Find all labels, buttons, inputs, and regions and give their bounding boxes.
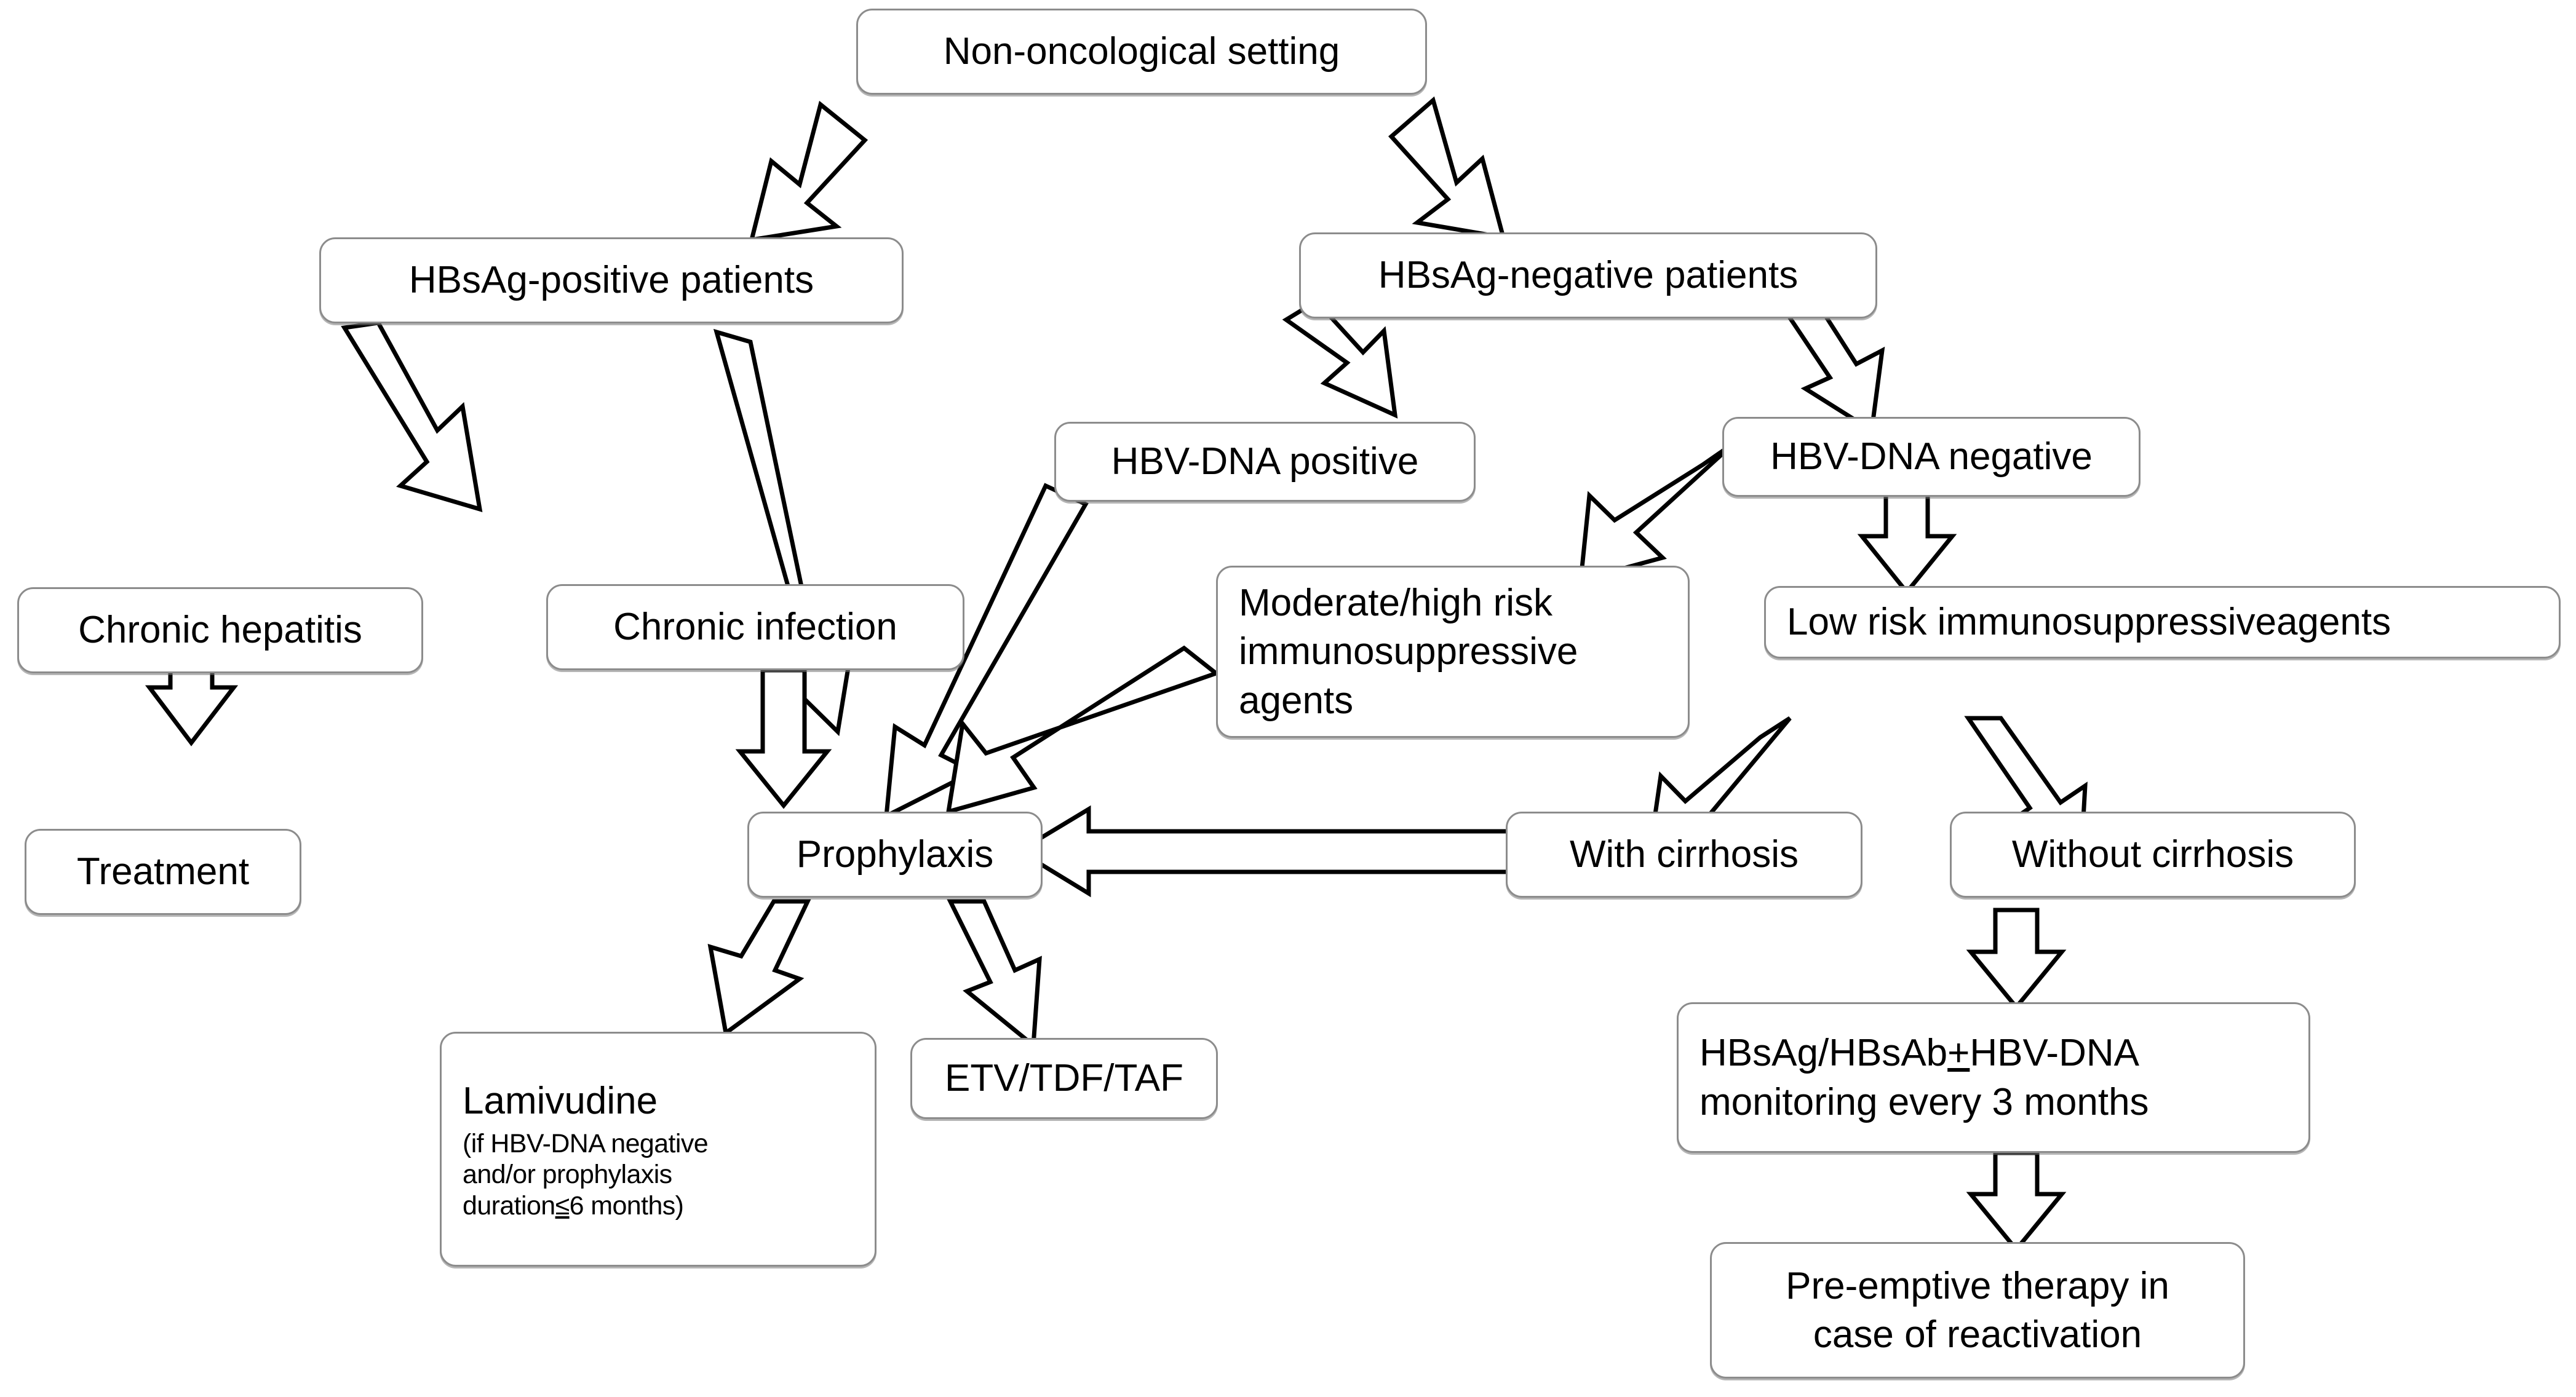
node-lamivudine-label: Lamivudine (if HBV-DNA negative and/or p… [463, 1028, 709, 1270]
arrow-monitoring-to-preemptive [1966, 1150, 2067, 1253]
arrow-moderate-high-risk-to-prophylaxis [945, 645, 1221, 815]
arrow-hbvdna-positive-to-prophylaxis [883, 483, 1089, 820]
arrow-prophylaxis-to-etv [947, 899, 1042, 1050]
node-monitoring[interactable]: HBsAg/HBsAb+HBV-DNA monitoring every 3 mo… [1677, 1002, 2310, 1153]
node-chronic-hepatitis[interactable]: Chronic hepatitis [17, 587, 423, 673]
node-moderate-high-risk[interactable]: Moderate/high risk immunosuppressive age… [1216, 566, 1690, 738]
node-preemptive-label: Pre-emptive therapy in case of reactivat… [1786, 1264, 2169, 1356]
node-root-label: Non-oncological setting [943, 30, 1340, 73]
node-hbvdna-negative-label: HBV-DNA negative [1770, 435, 2093, 478]
node-preemptive[interactable]: Pre-emptive therapy in case of reactivat… [1710, 1242, 2245, 1379]
arrow-root-to-hbsag-positive [749, 100, 869, 243]
node-monitoring-label: HBsAg/HBsAb+HBV-DNA monitoring every 3 mo… [1699, 1029, 2149, 1126]
node-chronic-hepatitis-label: Chronic hepatitis [78, 609, 362, 652]
node-treatment[interactable]: Treatment [25, 829, 301, 915]
node-with-cirrhosis-label: With cirrhosis [1569, 833, 1799, 876]
arrow-root-to-hbsag-negative [1388, 96, 1506, 240]
node-prophylaxis-label: Prophylaxis [796, 833, 994, 876]
node-etv-label: ETV/TDF/TAF [944, 1057, 1184, 1100]
arrow-chronic-infection-to-prophylaxis [735, 668, 832, 809]
node-hbsag-negative-label: HBsAg-negative patients [1378, 254, 1799, 297]
arrow-hbsag-positive-to-chronic-hepatitis [341, 320, 483, 512]
node-monitoring-plus-minus-symbol: + [1947, 1032, 1970, 1075]
node-low-risk[interactable]: Low risk immunosuppressiveagents [1764, 586, 2561, 659]
arrow-with-cirrhosis-to-prophylaxis [1015, 805, 1511, 898]
node-without-cirrhosis[interactable]: Without cirrhosis [1950, 812, 2356, 898]
node-lamivudine-sub: (if HBV-DNA negative and/or prophylaxis … [463, 1128, 709, 1222]
node-lamivudine-sub-text: (if HBV-DNA negative and/or prophylaxis … [463, 1128, 709, 1221]
node-with-cirrhosis[interactable]: With cirrhosis [1506, 812, 1862, 898]
node-hbvdna-negative[interactable]: HBV-DNA negative [1722, 417, 2141, 497]
arrow-hbvdna-negative-to-low-risk [1857, 488, 1957, 596]
node-monitoring-line1-b: HBV-DNA [1970, 1032, 2139, 1075]
node-monitoring-line2: monitoring every 3 months [1699, 1080, 2149, 1123]
arrow-without-cirrhosis-to-monitoring [1966, 908, 2067, 1011]
node-etv[interactable]: ETV/TDF/TAF [910, 1038, 1218, 1119]
arrow-hbvdna-negative-to-moderate-high-risk [1578, 441, 1736, 583]
node-hbsag-negative[interactable]: HBsAg-negative patients [1299, 232, 1877, 319]
node-lamivudine-sub-symbol: ≤ [555, 1191, 570, 1221]
node-hbsag-positive-label: HBsAg-positive patients [408, 259, 814, 302]
node-hbvdna-positive[interactable]: HBV-DNA positive [1054, 422, 1476, 502]
node-lamivudine[interactable]: Lamivudine (if HBV-DNA negative and/or p… [440, 1032, 877, 1267]
node-lamivudine-sub-tail: 6 months) [569, 1191, 684, 1221]
node-lamivudine-main: Lamivudine [463, 1080, 658, 1123]
node-hbvdna-positive-label: HBV-DNA positive [1111, 440, 1419, 483]
node-moderate-high-risk-label: Moderate/high risk immunosuppressive age… [1239, 581, 1578, 722]
arrow-prophylaxis-to-lamivudine [707, 899, 811, 1037]
node-root[interactable]: Non-oncological setting [856, 9, 1427, 95]
node-hbsag-positive[interactable]: HBsAg-positive patients [319, 237, 904, 323]
node-chronic-infection[interactable]: Chronic infection [546, 584, 964, 670]
node-prophylaxis[interactable]: Prophylaxis [747, 812, 1043, 898]
node-low-risk-label: Low risk immunosuppressiveagents [1787, 601, 2391, 644]
node-chronic-infection-label: Chronic infection [613, 606, 897, 649]
node-treatment-label: Treatment [76, 850, 250, 893]
arrow-hbsag-negative-to-hbvdna-negative [1783, 299, 1885, 434]
node-without-cirrhosis-label: Without cirrhosis [2011, 833, 2294, 876]
node-monitoring-line1-a: HBsAg/HBsAb [1699, 1032, 1948, 1075]
